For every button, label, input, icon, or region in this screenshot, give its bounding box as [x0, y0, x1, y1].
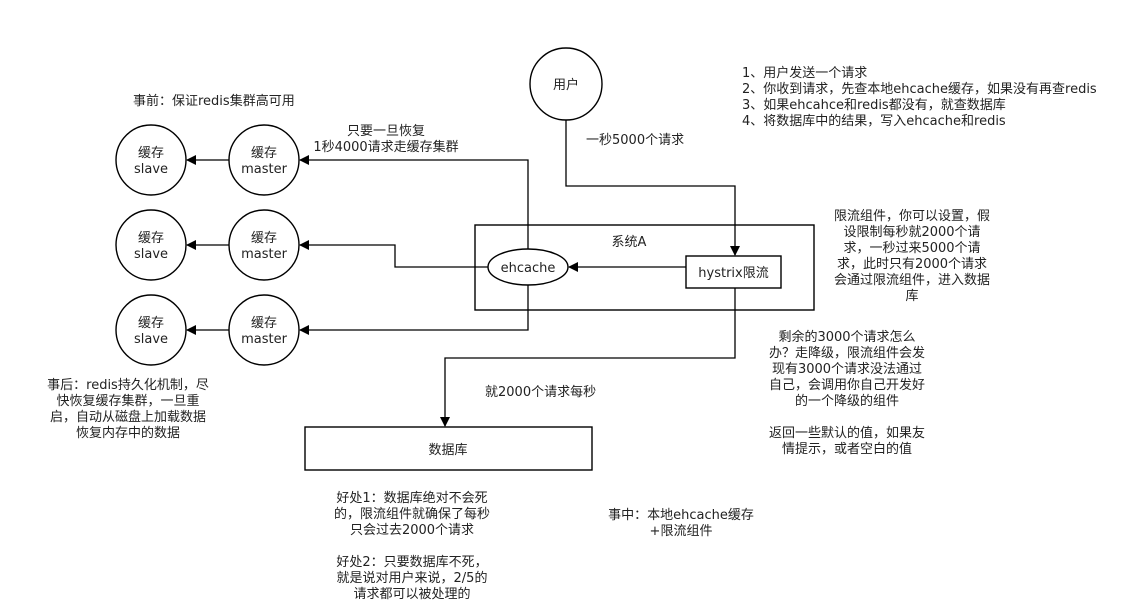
user-node: 用户 — [529, 47, 603, 121]
during-line-2: +限流组件 — [650, 524, 713, 539]
benefit-1-note: 好处1：数据库绝对不会死 的，限流组件就确保了每秒 只会过去2000个请求 — [334, 490, 490, 538]
rate-limit-line-4: 求，此时只有2000个请求 — [837, 257, 987, 272]
master-1-line2: master — [241, 162, 287, 177]
slave-1-line1: 缓存 — [138, 146, 164, 161]
master-3-line1: 缓存 — [251, 316, 277, 331]
cache-slave-2: 缓存 slave — [115, 209, 187, 281]
after-note: 事后：redis持久化机制，尽 快恢复缓存集群，一旦重 启，自动从磁盘上加载数据… — [47, 378, 209, 441]
edge-ehcache-to-master-1 — [299, 155, 529, 249]
benefit-2-line-2: 就是说对用户来说，2/5的 — [337, 570, 488, 586]
system-a-label: 系统A — [612, 235, 647, 250]
slave-3-line2: slave — [134, 332, 168, 347]
slave-3-line1: 缓存 — [138, 316, 164, 331]
benefit-1-line-1: 好处1：数据库绝对不会死 — [336, 490, 487, 506]
cache-master-1: 缓存 master — [228, 124, 300, 196]
before-note: 事前：保证redis集群高可用 — [133, 93, 295, 109]
rate-limit-line-6: 库 — [905, 288, 918, 304]
fallback-return-line-2: 情提示，或者空白的值 — [782, 441, 912, 457]
after-line-2: 快恢复缓存集群，一旦重 — [56, 393, 199, 409]
cache-master-2: 缓存 master — [228, 209, 300, 281]
step-4: 4、将数据库中的结果，写入ehcache和redis — [742, 113, 1006, 129]
rate-limit-note: 限流组件，你可以设置，假 设限制每秒就2000个请 求，一秒过来5000个请 求… — [834, 209, 990, 304]
benefit-1-line-3: 只会过去2000个请求 — [350, 523, 474, 538]
cache-master-3: 缓存 master — [228, 294, 300, 366]
step-1: 1、用户发送一个请求 — [742, 65, 867, 81]
hystrix-label: hystrix限流 — [698, 266, 768, 281]
master-1-line1: 缓存 — [251, 146, 277, 161]
benefit-2-note: 好处2：只要数据库不死， 就是说对用户来说，2/5的 请求都可以被处理的 — [336, 554, 487, 602]
rate-limit-line-5: 会通过限流组件，进入数据 — [834, 273, 990, 288]
master-3-line2: master — [241, 332, 287, 347]
user-rate-label: 一秒5000个请求 — [586, 133, 684, 148]
user-label: 用户 — [553, 77, 579, 93]
cache-slave-1: 缓存 slave — [115, 124, 187, 196]
benefit-1-line-2: 的，限流组件就确保了每秒 — [334, 506, 490, 522]
fallback-note: 剩余的3000个请求怎么 办？走降级，限流组件会发 现有3000个请求没法通过 … — [769, 329, 925, 457]
recover-line-1: 只要一旦恢复 — [347, 124, 425, 139]
edge-hystrix-to-database — [440, 288, 736, 427]
master-2-line1: 缓存 — [251, 231, 277, 246]
rate-limit-line-3: 求，一秒过来5000个请 — [843, 241, 980, 256]
fallback-line-2: 办？走降级，限流组件会发 — [769, 345, 925, 361]
database-label: 数据库 — [428, 442, 467, 458]
edge-user-to-hystrix — [565, 120, 740, 256]
ehcache-label: ehcache — [501, 261, 556, 276]
slave-2-line1: 缓存 — [138, 231, 164, 246]
during-line-1: 事中：本地ehcache缓存 — [608, 508, 754, 523]
step-3: 3、如果ehcahce和redis都没有，就查数据库 — [742, 97, 1006, 113]
after-line-3: 启，自动从磁盘上加载数据 — [50, 409, 206, 425]
cache-slave-3: 缓存 slave — [115, 294, 187, 366]
after-line-4: 恢复内存中的数据 — [76, 425, 180, 441]
slave-1-line2: slave — [134, 162, 168, 177]
system-a-box: 系统A — [474, 224, 815, 311]
fallback-line-1: 剩余的3000个请求怎么 — [778, 329, 915, 345]
hystrix-node: hystrix限流 — [685, 255, 782, 289]
db-rate-label: 就2000个请求每秒 — [485, 384, 596, 400]
rate-limit-line-1: 限流组件，你可以设置，假 — [834, 209, 990, 224]
step-2: 2、你收到请求，先查本地ehcache缓存，如果没有再查redis — [742, 81, 1097, 97]
ehcache-node: ehcache — [487, 248, 569, 286]
rate-limit-line-2: 设限制每秒就2000个请 — [843, 224, 980, 240]
benefit-2-line-3: 请求都可以被处理的 — [353, 586, 470, 602]
fallback-line-4: 自己，会调用你自己开发好 — [769, 377, 925, 393]
benefit-2-line-1: 好处2：只要数据库不死， — [336, 554, 487, 570]
master-2-line2: master — [241, 247, 287, 262]
fallback-return-line-1: 返回一些默认的值，如果友 — [769, 425, 925, 441]
edge-ehcache-to-master-2 — [299, 240, 488, 268]
fallback-line-3: 现有3000个请求没法通过 — [772, 362, 922, 377]
recover-line-2: 1秒4000请求走缓存集群 — [313, 139, 458, 155]
after-line-1: 事后：redis持久化机制，尽 — [47, 378, 209, 393]
steps-list: 1、用户发送一个请求 2、你收到请求，先查本地ehcache缓存，如果没有再查r… — [742, 65, 1097, 129]
during-note: 事中：本地ehcache缓存 +限流组件 — [608, 508, 754, 539]
fallback-line-5: 的一个降级的组件 — [795, 393, 899, 409]
recover-label: 只要一旦恢复 1秒4000请求走缓存集群 — [313, 124, 458, 155]
slave-2-line2: slave — [134, 247, 168, 262]
edge-ehcache-to-master-3 — [299, 285, 529, 335]
database-node: 数据库 — [304, 426, 593, 471]
